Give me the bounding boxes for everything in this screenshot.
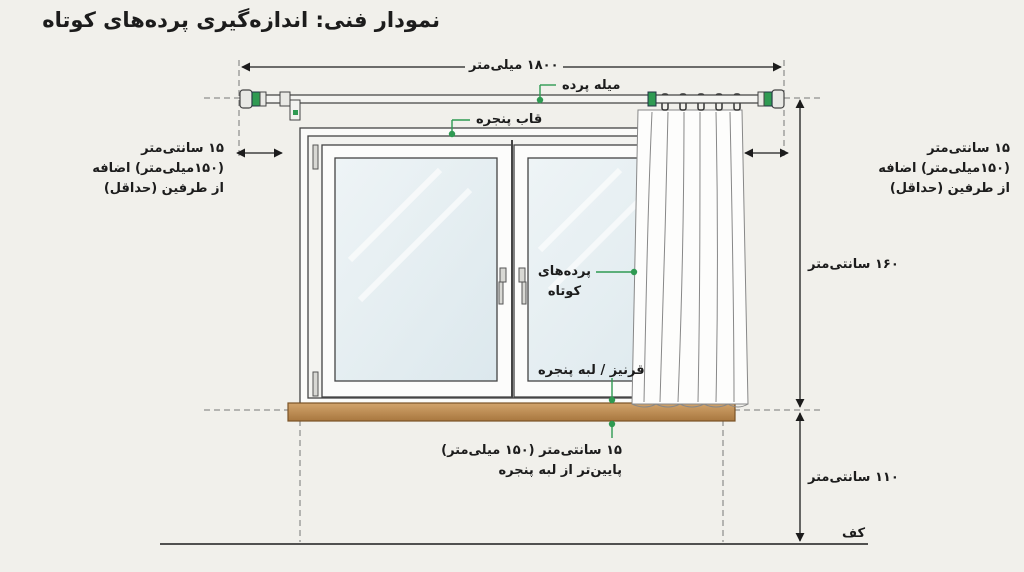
below-sill-line-1: ۱۵ سانتی‌متر (۱۵۰ میلی‌متر) xyxy=(441,443,622,458)
below-sill-label: ۱۵ سانتی‌متر (۱۵۰ میلی‌متر) پایین‌تر از … xyxy=(441,441,622,481)
left-extension-line-1: ۱۵ سانتی‌متر xyxy=(141,141,224,156)
left-extension-label: ۱۵ سانتی‌متر (۱۵۰میلی‌متر) اضافه از طرفی… xyxy=(92,139,224,199)
floor-label: کف xyxy=(842,526,866,541)
right-extension-label: ۱۵ سانتی‌متر (۱۵۰میلی‌متر) اضافه از طرفی… xyxy=(878,139,1010,199)
right-extension-line-1: ۱۵ سانتی‌متر xyxy=(927,141,1010,156)
left-extension-line-2: (۱۵۰میلی‌متر) اضافه xyxy=(92,161,224,176)
height-upper-label: ۱۶۰ سانتی‌متر xyxy=(808,257,899,272)
short-curtains-line-2: کوتاه xyxy=(547,284,582,299)
sill-label: قرنیز / لبه پنجره xyxy=(538,363,645,378)
height-lower-label: ۱۱۰ سانتی‌متر xyxy=(808,470,899,485)
glass-reflections xyxy=(347,167,653,303)
short-curtain xyxy=(631,109,749,408)
page-title: نمودار فنی: اندازه‌گیری پرده‌های کوتاه xyxy=(42,8,440,32)
right-extension-line-3: از طرفین (حداقل) xyxy=(889,181,1010,196)
leader-lines xyxy=(448,84,638,438)
window-hardware xyxy=(312,144,527,397)
rod-width-label: ۱۸۰۰ میلی‌متر xyxy=(465,58,563,73)
curtain-rod xyxy=(239,89,785,121)
window-sill xyxy=(287,402,736,422)
curtain-rod-label: میله پرده xyxy=(562,78,621,93)
short-curtains-line-1: پرده‌های xyxy=(537,264,591,279)
short-curtains-label: پرده‌های کوتاه xyxy=(538,262,591,302)
window-frame-label: قاب پنجره xyxy=(476,112,543,127)
left-extension-line-3: از طرفین (حداقل) xyxy=(103,181,224,196)
right-extension-line-2: (۱۵۰میلی‌متر) اضافه xyxy=(878,161,1010,176)
below-sill-line-2: پایین‌تر از لبه پنجره xyxy=(498,463,622,478)
